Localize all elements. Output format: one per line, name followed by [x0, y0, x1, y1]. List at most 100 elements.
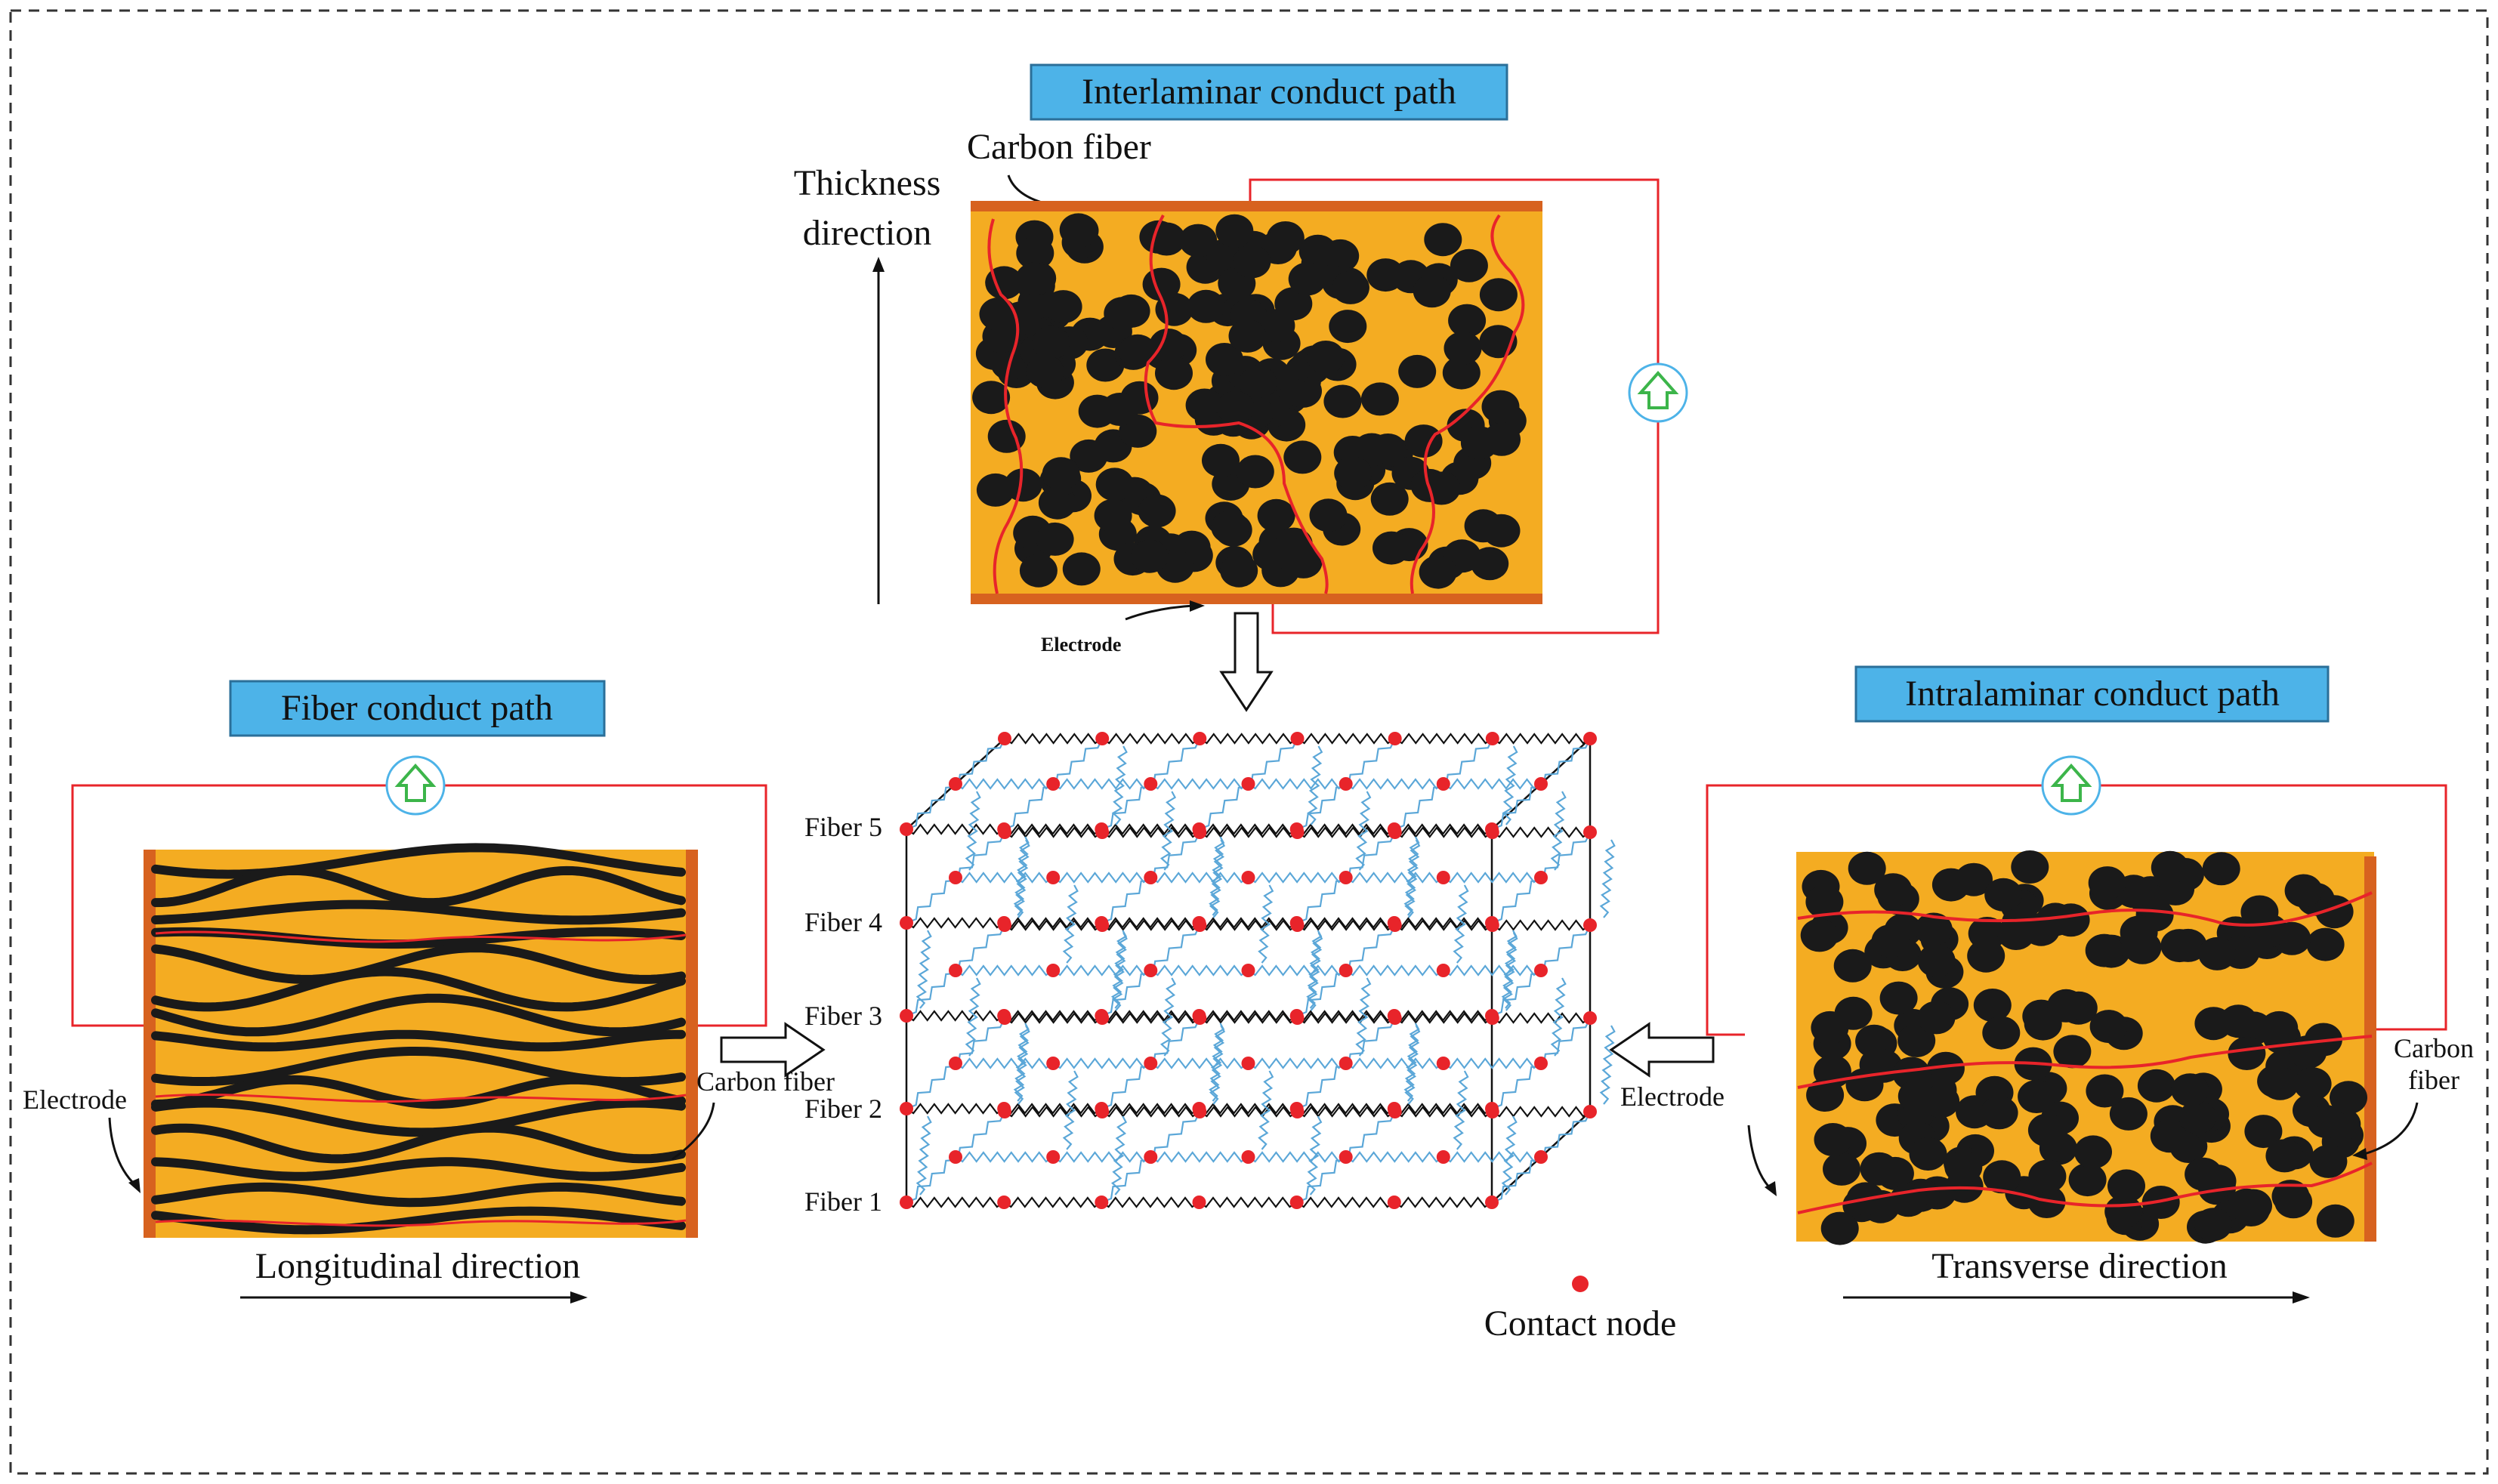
- contact-node: [1583, 918, 1597, 932]
- interlayer-resistor: [916, 930, 932, 1009]
- up-arrow-icon: [1637, 370, 1679, 409]
- fiber-resistor: [955, 872, 1054, 884]
- carbon-fiber-strand: [151, 967, 686, 1012]
- fiber-resistor: [1296, 733, 1396, 745]
- interlayer-resistor: [1502, 745, 1518, 825]
- contact-node: [1534, 964, 1548, 977]
- fiber-cross-section: [1370, 482, 1409, 516]
- fiber-cross-section: [1820, 1211, 1859, 1245]
- intralaminar-electrode-right: [2364, 856, 2376, 1242]
- fiber-resistor: [1296, 919, 1396, 931]
- transverse-arrowhead: [2293, 1291, 2310, 1304]
- fiber-resistor: [1199, 826, 1298, 838]
- layer-label-4: Fiber 4: [804, 907, 882, 937]
- fiber-cross-section: [1980, 1096, 2018, 1130]
- fiber-cross-section: [2086, 1074, 2124, 1108]
- fiber-resistor: [1247, 1057, 1347, 1069]
- fiber-cross-section: [972, 381, 1011, 415]
- fiber-cross-section: [2018, 1080, 2056, 1113]
- fiber-cross-section: [1236, 455, 1274, 489]
- contact-node: [900, 916, 913, 930]
- fiber-resistor: [1101, 823, 1200, 835]
- layer-label-1: Fiber 1: [804, 1186, 882, 1217]
- interlayer-resistor: [1355, 791, 1372, 871]
- contact-node: [1046, 871, 1061, 884]
- fiber-resistor: [955, 1057, 1054, 1069]
- fiber-cross-section: [2169, 928, 2207, 962]
- fiber-resistor: [1247, 872, 1347, 884]
- fiber-cross-section: [1823, 1152, 1860, 1186]
- contact-node: [1583, 825, 1597, 839]
- contact-node: [1387, 1196, 1401, 1209]
- fiber-cross-section: [1015, 262, 1054, 296]
- fiber-cross-section: [1252, 538, 1291, 572]
- fiber-cross-section: [1206, 343, 1243, 376]
- fiber-electrode-label: Electrode: [23, 1084, 127, 1115]
- contact-node: [998, 732, 1011, 745]
- fiber-resistor: [1443, 964, 1542, 976]
- fiber-resistor: [1492, 1012, 1591, 1024]
- contact-node: [949, 1057, 962, 1070]
- fiber-resistor: [1003, 917, 1102, 929]
- fiber-resistor: [1394, 919, 1493, 931]
- contact-node: [1289, 1102, 1304, 1115]
- contact-node: [1583, 732, 1597, 745]
- fiber-cross-section: [2150, 1119, 2188, 1153]
- fiber-resistor: [1394, 823, 1493, 835]
- intralaminar-electrode-label: Electrode: [1620, 1081, 1725, 1112]
- contact-node: [1485, 1102, 1499, 1115]
- contact-node: [1387, 822, 1401, 836]
- fiber-resistor: [1345, 1057, 1444, 1069]
- fiber-resistor: [1394, 1196, 1493, 1208]
- carbon-fiber-strand: [151, 1075, 686, 1109]
- fiber-carbon-label: Carbon fiber: [696, 1066, 835, 1097]
- fiber-resistor: [1247, 964, 1347, 976]
- interlayer-resistor: [1062, 884, 1079, 964]
- fiber-resistor: [1394, 1103, 1493, 1115]
- fiber-resistor: [1198, 917, 1298, 929]
- contact-node: [1339, 1057, 1353, 1070]
- fiber-resistor: [1052, 1151, 1151, 1163]
- fiber-resistor: [1345, 872, 1444, 884]
- contact-node: [1095, 732, 1110, 745]
- interlayer-resistor: [1453, 884, 1469, 964]
- contact-node: [1144, 871, 1158, 884]
- fiber-resistor: [1492, 919, 1591, 931]
- right-electrode-arrowhead: [1765, 1181, 1777, 1196]
- fiber-resistor: [1296, 1106, 1396, 1118]
- fiber-cross-section: [1211, 510, 1249, 544]
- contact-node: [1192, 1009, 1206, 1023]
- fiber-resistor: [906, 1103, 1005, 1115]
- fiber-cross-section: [1482, 514, 1521, 548]
- contact-node: [1339, 1150, 1353, 1164]
- fiber-resistor: [1296, 1010, 1395, 1022]
- fiber-cross-section: [2306, 927, 2345, 961]
- fiber-cross-section: [1442, 356, 1481, 390]
- fiber-cross-section: [2047, 989, 2086, 1023]
- fiber-conduct-paths: [155, 930, 687, 1227]
- contact-node: [1534, 777, 1548, 791]
- contact-nodes: [900, 732, 1597, 1209]
- contact-node: [1436, 964, 1450, 977]
- fiber-cross-section: [2123, 930, 2162, 964]
- fiber-cross-section: [1086, 348, 1125, 382]
- fiber-cross-section: [1185, 388, 1224, 422]
- fiber-cross-section: [1944, 1150, 1983, 1184]
- carbon-fiber-strand: [151, 1182, 686, 1208]
- fiber-cross-section: [1179, 224, 1218, 258]
- fiber-resistor: [1101, 733, 1200, 745]
- interlayer-resistor: [1355, 977, 1372, 1057]
- interlayer-resistor: [1062, 1070, 1079, 1150]
- fiber-resistor: [1296, 1196, 1395, 1208]
- fiber-cross-section: [1983, 1160, 2021, 1194]
- fiber-cross-section: [2261, 1066, 2299, 1100]
- contact-node: [1534, 1150, 1548, 1164]
- fiber-resistor: [1004, 1012, 1103, 1024]
- carbon-fiber-strand: [151, 1123, 686, 1164]
- fiber-cross-section: [1424, 223, 1462, 257]
- fiber-cross-section: [1360, 382, 1399, 416]
- contact-node: [1289, 916, 1304, 930]
- contact-node: [1144, 1057, 1158, 1070]
- contact-node: [1339, 871, 1353, 884]
- contact-node: [1436, 871, 1450, 884]
